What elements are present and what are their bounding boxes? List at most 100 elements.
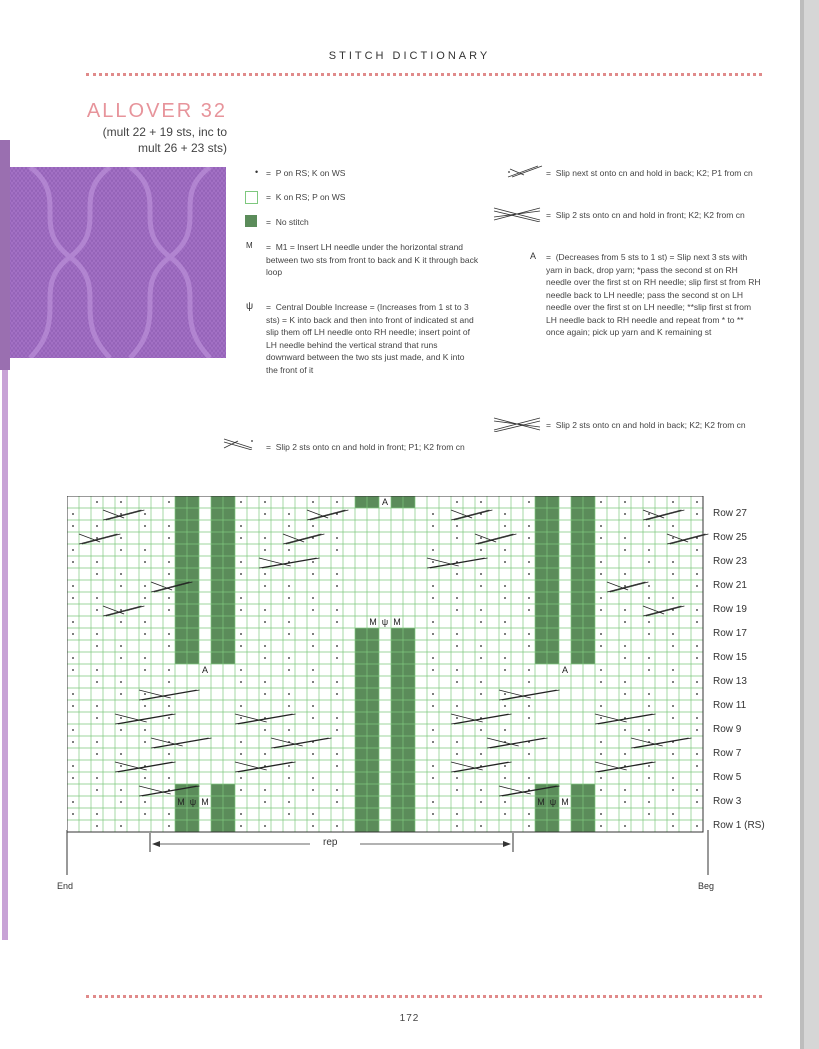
purl-dot <box>432 693 434 695</box>
cdi-marker: ψ <box>550 797 556 807</box>
cable-crossing <box>630 737 663 747</box>
purl-dot <box>144 549 146 551</box>
purl-dot <box>432 633 434 635</box>
purl-dot <box>480 609 482 611</box>
purl-dot <box>144 705 146 707</box>
purl-dot <box>696 645 698 647</box>
purl-dot <box>672 753 674 755</box>
purl-dot <box>312 573 314 575</box>
purl-dot <box>480 753 482 755</box>
cable-crossing <box>669 533 709 545</box>
row-label: Row 19 <box>713 604 747 615</box>
pattern-title: ALLOVER 32 <box>86 100 227 122</box>
cable-crossing <box>486 737 545 749</box>
purl-dot <box>624 825 626 827</box>
purl-dot <box>432 669 434 671</box>
purl-dot <box>648 705 650 707</box>
purl-dot <box>480 825 482 827</box>
purl-dot <box>168 777 170 779</box>
purl-dot <box>696 693 698 695</box>
purl-dot <box>312 597 314 599</box>
purl-dot <box>456 633 458 635</box>
purl-dot <box>528 681 530 683</box>
purl-dot <box>288 549 290 551</box>
purl-dot <box>624 573 626 575</box>
purl-dot <box>240 501 242 503</box>
cable-crossing <box>642 509 682 521</box>
purl-dot <box>672 561 674 563</box>
purl-dot <box>72 765 74 767</box>
purl-dot <box>648 777 650 779</box>
cable-crossing <box>498 689 531 699</box>
cable-crossing <box>78 533 118 545</box>
purl-dot <box>480 789 482 791</box>
purl-dot <box>504 777 506 779</box>
purl-dot <box>312 717 314 719</box>
purl-dot <box>528 537 530 539</box>
purl-dot <box>528 825 530 827</box>
purl-dot <box>624 513 626 515</box>
purl-dot <box>168 645 170 647</box>
purl-dot <box>288 777 290 779</box>
purl-dot <box>336 693 338 695</box>
purl-dot <box>72 693 74 695</box>
purl-dot <box>240 537 242 539</box>
purl-dot <box>72 813 74 815</box>
purl-dot <box>336 537 338 539</box>
knit-swatch-photo <box>10 167 226 358</box>
cable-crossing <box>489 737 548 749</box>
purl-dot <box>312 789 314 791</box>
purl-dot <box>72 741 74 743</box>
purl-dot <box>240 681 242 683</box>
row-label: Row 17 <box>713 628 747 639</box>
key-cable-front-k2: = Slip 2 sts onto cn and hold in front; … <box>546 210 745 220</box>
purl-dot <box>240 753 242 755</box>
purl-dot <box>240 813 242 815</box>
cable-crossing <box>102 605 125 615</box>
cable-crossing <box>450 761 509 773</box>
m1-marker: M <box>393 617 401 627</box>
purl-dot <box>288 765 290 767</box>
purl-dot <box>120 693 122 695</box>
cable-crossing <box>270 737 329 749</box>
cable-crossing <box>450 713 509 725</box>
cable-crossing <box>429 557 488 569</box>
cdi-marker: ψ <box>382 617 388 627</box>
cable-crossing <box>450 509 473 519</box>
purl-dot <box>312 825 314 827</box>
purl-dot <box>480 621 482 623</box>
purl-dot <box>240 645 242 647</box>
purl-dot <box>432 801 434 803</box>
cable-crossing <box>645 509 685 521</box>
purl-dot <box>336 573 338 575</box>
purl-dot <box>528 753 530 755</box>
cable-crossing <box>114 713 173 725</box>
cable-crossing <box>258 557 317 569</box>
cable-crossing <box>594 713 653 725</box>
cable-crossing <box>117 713 176 725</box>
purl-dot <box>96 741 98 743</box>
purl-dot <box>648 801 650 803</box>
purl-dot <box>288 813 290 815</box>
purl-dot <box>432 705 434 707</box>
purl-dot <box>168 501 170 503</box>
cdi-symbol: ψ <box>246 301 254 312</box>
purl-dot <box>144 633 146 635</box>
purl-dot <box>480 537 482 539</box>
cable-crossing <box>270 737 303 747</box>
row-label: Row 7 <box>713 748 742 759</box>
purl-dot <box>696 549 698 551</box>
purl-dot <box>120 717 122 719</box>
purl-dot <box>264 549 266 551</box>
purl-dot <box>696 681 698 683</box>
purl-dot <box>120 825 122 827</box>
purl-dot <box>624 549 626 551</box>
purl-dot <box>648 813 650 815</box>
cable-crossing <box>138 785 171 795</box>
purl-dot <box>312 609 314 611</box>
purl-dot <box>72 513 74 515</box>
purl-dot <box>120 609 122 611</box>
purl-dot <box>240 789 242 791</box>
purl-dot <box>72 561 74 563</box>
